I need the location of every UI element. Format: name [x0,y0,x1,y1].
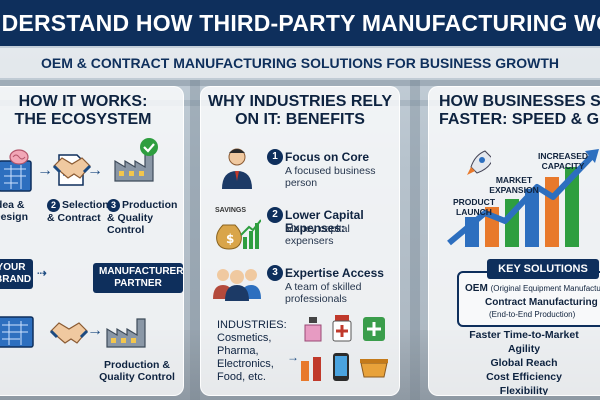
contract-label: Contract Manufacturing [485,297,598,308]
panel-how-it-works: HOW IT WORKS: THE ECOSYSTEM → → Idea & D… [0,86,184,396]
team-icon [213,269,261,301]
contract-desc: (End-to-End Production) [489,310,576,319]
factory-icon [106,318,146,348]
key-solutions-title: KEY SOLUTIONS [487,259,599,279]
panel-scale-faster: HOW BUSINESSES SCALE FASTER: SPEED & GRO… [428,86,600,396]
arrow-right-icon: → [87,322,103,339]
panel-title: WHY INDUSTRIES RELY ON IT: BENEFITS [201,93,399,129]
increased-capacity-label: INCREASED CAPACITY [537,151,589,171]
step-text: Selection & Contract [47,199,109,224]
outcome-item: Flexibility [499,385,549,396]
subtitle: OEM & CONTRACT MANUFACTURING SOLUTIONS F… [0,48,600,78]
money-bag-chart-icon: $ [216,219,261,250]
manufacturer-partner-tag: MANUFACTURER PARTNER [93,263,183,293]
panel-title: HOW BUSINESSES SCALE FASTER: SPEED & GRO… [439,93,600,129]
growth-chart-icon [447,149,599,247]
bottom-production-label: Production & Quality Control [99,359,175,383]
outcome-item: Global Reach [490,357,558,369]
bg-column [410,80,420,400]
benefit-number: 1 [267,149,283,165]
handshake-icon [49,322,89,344]
contract-desc-line: (End-to-End Production) [489,309,575,320]
step-number: 3 [107,199,120,212]
handshake-icon [52,157,92,179]
benefit-number: 2 [267,207,283,223]
outcome-item: Agility [507,343,541,355]
outcome-item: Faster Time-to-Market [469,329,579,341]
market-expansion-label: MARKET EXPANSION [489,175,539,195]
cosmetics-icon [301,357,321,381]
panel-title-line: HOW IT WORKS: [18,93,148,110]
smartphone-icon [333,353,349,381]
oem-line: OEM (Original Equipment Manufacturer) [465,283,600,294]
blueprint-icon [0,149,32,192]
arrow-right-icon: ⇢ [37,266,48,280]
panel-title: HOW IT WORKS: THE ECOSYSTEM [0,93,183,129]
savings-label: SAVINGS [215,207,246,214]
panel-title-line: FASTER: SPEED & GROWTH [439,111,600,128]
benefit-desc: A focused business person [285,165,376,189]
industries-title: INDUSTRIES: [217,319,287,331]
product-launch-label: PRODUCT LAUNCH [452,197,496,217]
outcome-item: Cost Efficiency [486,371,562,383]
business-person-icon [222,148,252,189]
panel-title-line: HOW BUSINESSES SCALE [439,93,600,110]
panel-benefits: WHY INDUSTRIES RELY ON IT: BENEFITS 1 Fo… [200,86,400,396]
benefit-desc: Money capital expensers [285,223,350,247]
rocket-icon [467,150,491,175]
panel-title-line: ON IT: BENEFITS [235,111,365,128]
arrow-right-icon: → [37,162,53,179]
bg-column [190,80,200,400]
factory-check-icon [114,138,158,182]
contract-line: Contract Manufacturing [485,297,598,308]
food-container-icon [360,359,388,378]
step-text: Production & Quality Control [107,199,178,236]
industries-block: INDUSTRIES: Cosmetics, Pharma, Electroni… [217,319,297,384]
svg-text:$: $ [226,232,234,246]
industries-list: Cosmetics, Pharma, Electronics, Food, et… [217,332,274,383]
panel-title-line: WHY INDUSTRIES RELY [207,93,393,110]
blueprint-icon [0,316,34,348]
benefit-title: Focus on Core [285,150,370,164]
medical-kit-icon [363,317,385,341]
perfume-bottle-icon [304,317,322,342]
arrow-right-icon: → [87,162,103,179]
your-brand-tag: YOUR BRAND [0,259,33,289]
banner-title: UNDERSTAND HOW THIRD-PARTY MANUFACTURING… [0,0,600,46]
oem-desc: (Original Equipment Manufacturer) [490,284,600,293]
oem-label: OEM [465,283,488,294]
medicine-bottle-icon [332,315,352,342]
benefit-desc: A team of skilled professionals [285,281,362,305]
arrow-right-icon: → [287,350,299,364]
benefit-number: 3 [267,265,283,281]
key-solutions-box: OEM (Original Equipment Manufacturer) Co… [457,271,600,327]
benefit-title: Expertise Access [285,266,384,280]
benefit-title: Lower Capital Expenses: [285,208,364,235]
bg-beam [0,80,600,86]
step-1-label: Idea & Design [0,199,29,223]
step-number: 2 [47,199,60,212]
panel-title-line: THE ECOSYSTEM [14,111,152,128]
